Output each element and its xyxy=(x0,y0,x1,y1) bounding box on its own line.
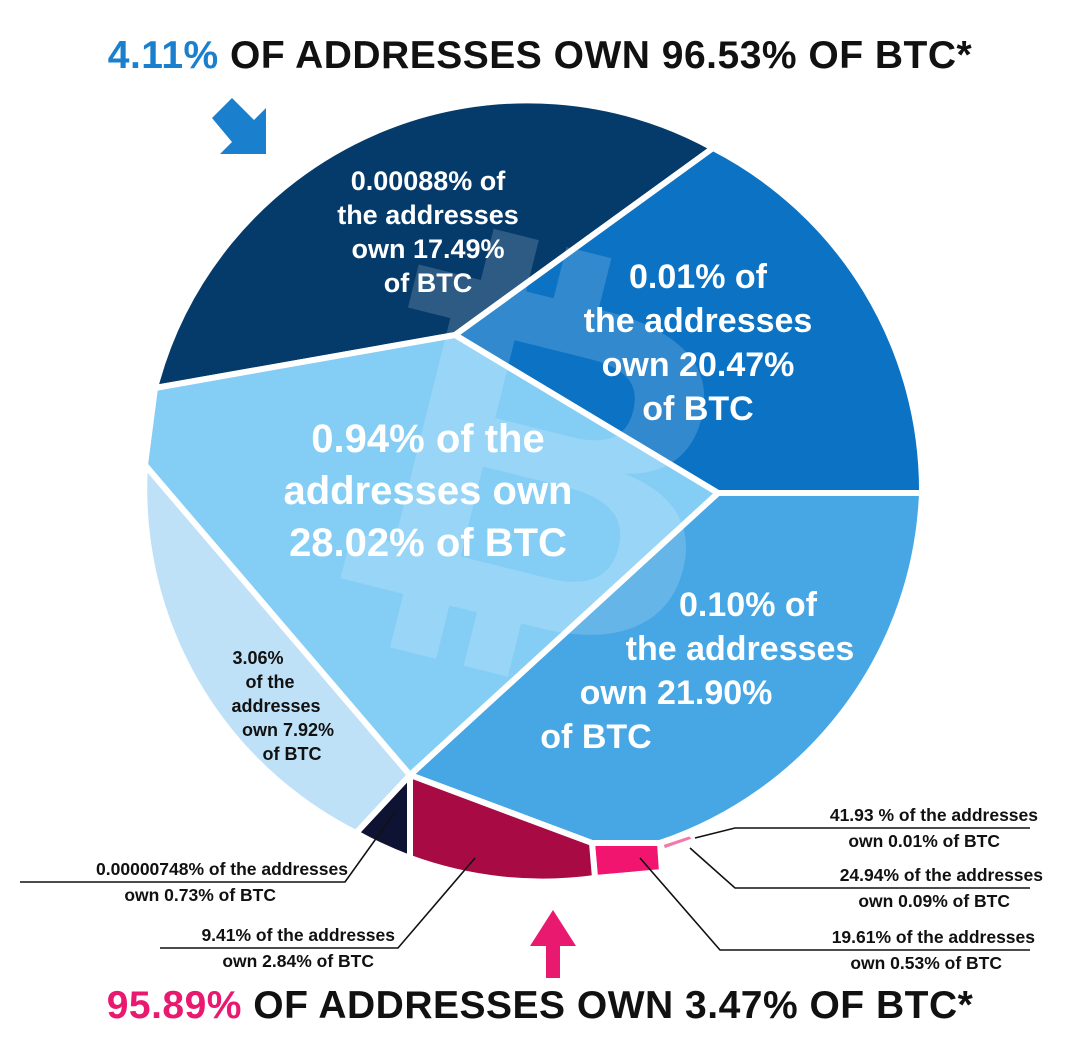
slice-9-label-line-1: 3.06% xyxy=(232,648,283,668)
slice-9-label-line-2: of the xyxy=(246,672,295,692)
pie-slice-8 xyxy=(141,457,415,837)
pie-slice-7 xyxy=(351,767,413,863)
slice-3-label-line-3: own 21.90% xyxy=(580,674,773,712)
leader-line-slice-4 xyxy=(694,827,1030,839)
slice-9-label-line-3: addresses xyxy=(231,696,320,716)
callout-slice-7: 9.41% of the addresses own 2.84% of BTC xyxy=(140,922,395,974)
leader-line-slice-7 xyxy=(160,857,476,949)
leader-line-slice-5 xyxy=(689,847,1030,889)
headline-bottom-highlight: 95.89% xyxy=(106,984,242,1027)
leader-line-slice-6 xyxy=(639,857,1030,951)
headline-top-highlight: 4.11% xyxy=(107,34,219,77)
callout-slice-8-line-1: 0.00000748% of the addresses xyxy=(96,859,348,879)
headline-top-text: OF ADDRESSES OWN 96.53% OF BTC* xyxy=(218,34,973,77)
slice-3-label-line-1: 0.10% of xyxy=(679,586,818,624)
callout-slice-5: 24.94% of the addresses own 0.09% of BTC xyxy=(788,862,1043,914)
slice-2-label-line-4: of BTC xyxy=(642,390,753,428)
slice-2-label-line-1: 0.01% of xyxy=(629,258,768,296)
slice-1-label-line-1: 0.00088% of xyxy=(351,166,507,196)
slice-9-label-line-5: of BTC xyxy=(263,744,322,764)
pie-slice-5 xyxy=(588,840,666,882)
slice-10-label-line-2: addresses own xyxy=(283,469,572,513)
slice-2-label-line-2: the addresses xyxy=(584,302,813,340)
arrow-down-right-icon xyxy=(212,98,266,154)
callout-slice-4-line-1: 41.93 % of the addresses xyxy=(829,805,1038,825)
callout-slice-4-line-2: own 0.01% of BTC xyxy=(848,831,1000,851)
callout-slice-5-line-1: 24.94% of the addresses xyxy=(839,865,1043,885)
callout-slice-7-line-1: 9.41% of the addresses xyxy=(201,925,395,945)
callout-slice-6-line-2: own 0.53% of BTC xyxy=(850,953,1002,973)
pie-slice-9 xyxy=(141,331,723,780)
slice-1-label-line-2: the addresses xyxy=(337,200,519,230)
pie-slice-2 xyxy=(449,144,926,496)
slice-2-label-line-3: own 20.47% xyxy=(602,346,795,384)
slice-1-label-line-3: own 17.49% xyxy=(351,234,504,264)
slice-10-label-line-1: 0.94% of the xyxy=(311,417,544,461)
callout-slice-8-line-2: own 0.73% of BTC xyxy=(124,885,276,905)
headline-top: 4.11% OF ADDRESSES OWN 96.53% OF BTC* xyxy=(0,34,1080,78)
slice-3-label-line-4: of BTC xyxy=(540,718,651,756)
callout-slice-6-line-1: 19.61% of the addresses xyxy=(831,927,1035,947)
leader-line-slice-8 xyxy=(20,811,396,883)
callout-slice-4: 41.93 % of the addresses own 0.01% of BT… xyxy=(780,802,1038,854)
arrow-up-icon xyxy=(530,910,576,978)
callout-slice-5-line-2: own 0.09% of BTC xyxy=(858,891,1010,911)
headline-bottom-text: OF ADDRESSES OWN 3.47% OF BTC* xyxy=(241,984,974,1027)
callout-slice-7-line-2: own 2.84% of BTC xyxy=(222,951,374,971)
pie-slice-1 xyxy=(150,97,719,392)
headline-bottom: 95.89% OF ADDRESSES OWN 3.47% OF BTC* xyxy=(0,984,1080,1028)
slice-3-label-line-2: the addresses xyxy=(626,630,855,668)
callout-slice-8: 0.00000748% of the addresses own 0.73% o… xyxy=(18,856,348,908)
pie-slice-6 xyxy=(407,770,599,885)
slice-1-label-line-4: of BTC xyxy=(384,268,472,298)
slice-9-label-line-4: own 7.92% xyxy=(242,720,334,740)
callout-slice-6: 19.61% of the addresses own 0.53% of BTC xyxy=(776,924,1035,976)
slice-10-label-line-3: 28.02% of BTC xyxy=(289,521,567,565)
